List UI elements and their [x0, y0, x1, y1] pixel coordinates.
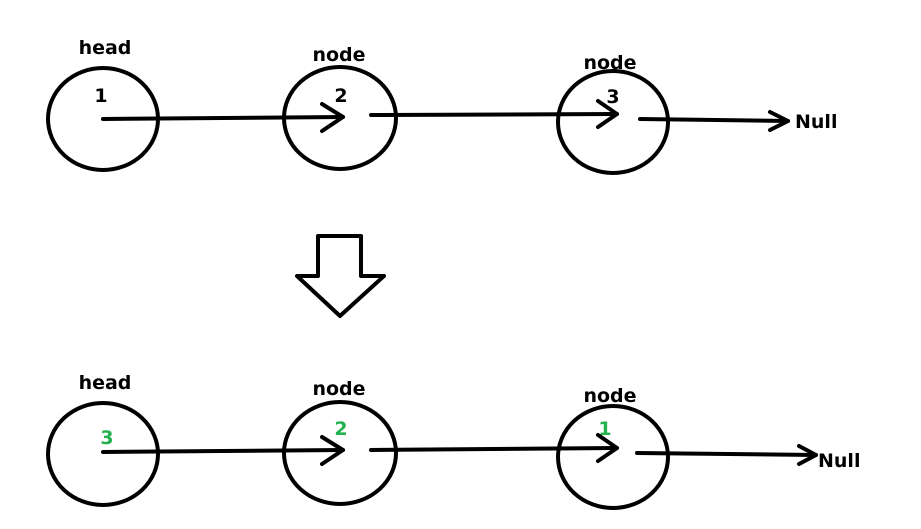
node-value: 1 — [94, 85, 107, 107]
arrow-line — [101, 448, 345, 454]
node-circle — [282, 400, 398, 506]
node-value: 2 — [334, 85, 347, 107]
null-terminal: Null — [818, 450, 860, 472]
list-node: head 3 — [46, 372, 160, 507]
arrow-line — [369, 112, 619, 117]
node-value: 1 — [598, 418, 611, 440]
arrowhead — [596, 433, 619, 463]
null-terminal: Null — [795, 111, 837, 133]
node-label: node — [312, 378, 365, 400]
node-value: 3 — [100, 427, 113, 449]
list-before: head 1 node 2 node 3 Null — [46, 37, 837, 175]
node-label: head — [79, 372, 132, 394]
arrow-line — [638, 117, 790, 123]
arrowhead — [797, 444, 818, 466]
arrowhead — [320, 435, 345, 466]
node-label: node — [583, 385, 636, 407]
node-value: 2 — [334, 418, 347, 440]
node-label: head — [79, 37, 132, 59]
pointer-arrow — [369, 433, 619, 463]
pointer-arrow — [635, 444, 818, 466]
arrowhead — [768, 110, 790, 132]
list-node: node 3 — [556, 52, 670, 175]
arrow-line — [369, 446, 619, 452]
pointer-arrow — [101, 102, 345, 133]
arrow-line — [101, 115, 345, 121]
arrow-line — [635, 451, 818, 457]
node-value: 3 — [606, 86, 619, 108]
node-label: node — [583, 52, 636, 74]
node-label: node — [312, 44, 365, 66]
node-circle — [556, 69, 670, 175]
list-node: node 2 — [282, 44, 398, 171]
pointer-arrow — [101, 435, 345, 466]
list-node: head 1 — [46, 37, 160, 172]
node-circle — [556, 404, 670, 510]
down-arrow-icon — [295, 234, 386, 318]
list-node: node 1 — [556, 385, 670, 510]
pointer-arrow — [369, 99, 619, 129]
list-node: node 2 — [282, 378, 398, 506]
node-circle — [46, 401, 160, 507]
list-after: head 3 node 2 node 1 Null — [46, 372, 860, 510]
arrowhead — [596, 99, 619, 129]
arrowhead — [320, 102, 345, 133]
pointer-arrow — [638, 110, 790, 132]
